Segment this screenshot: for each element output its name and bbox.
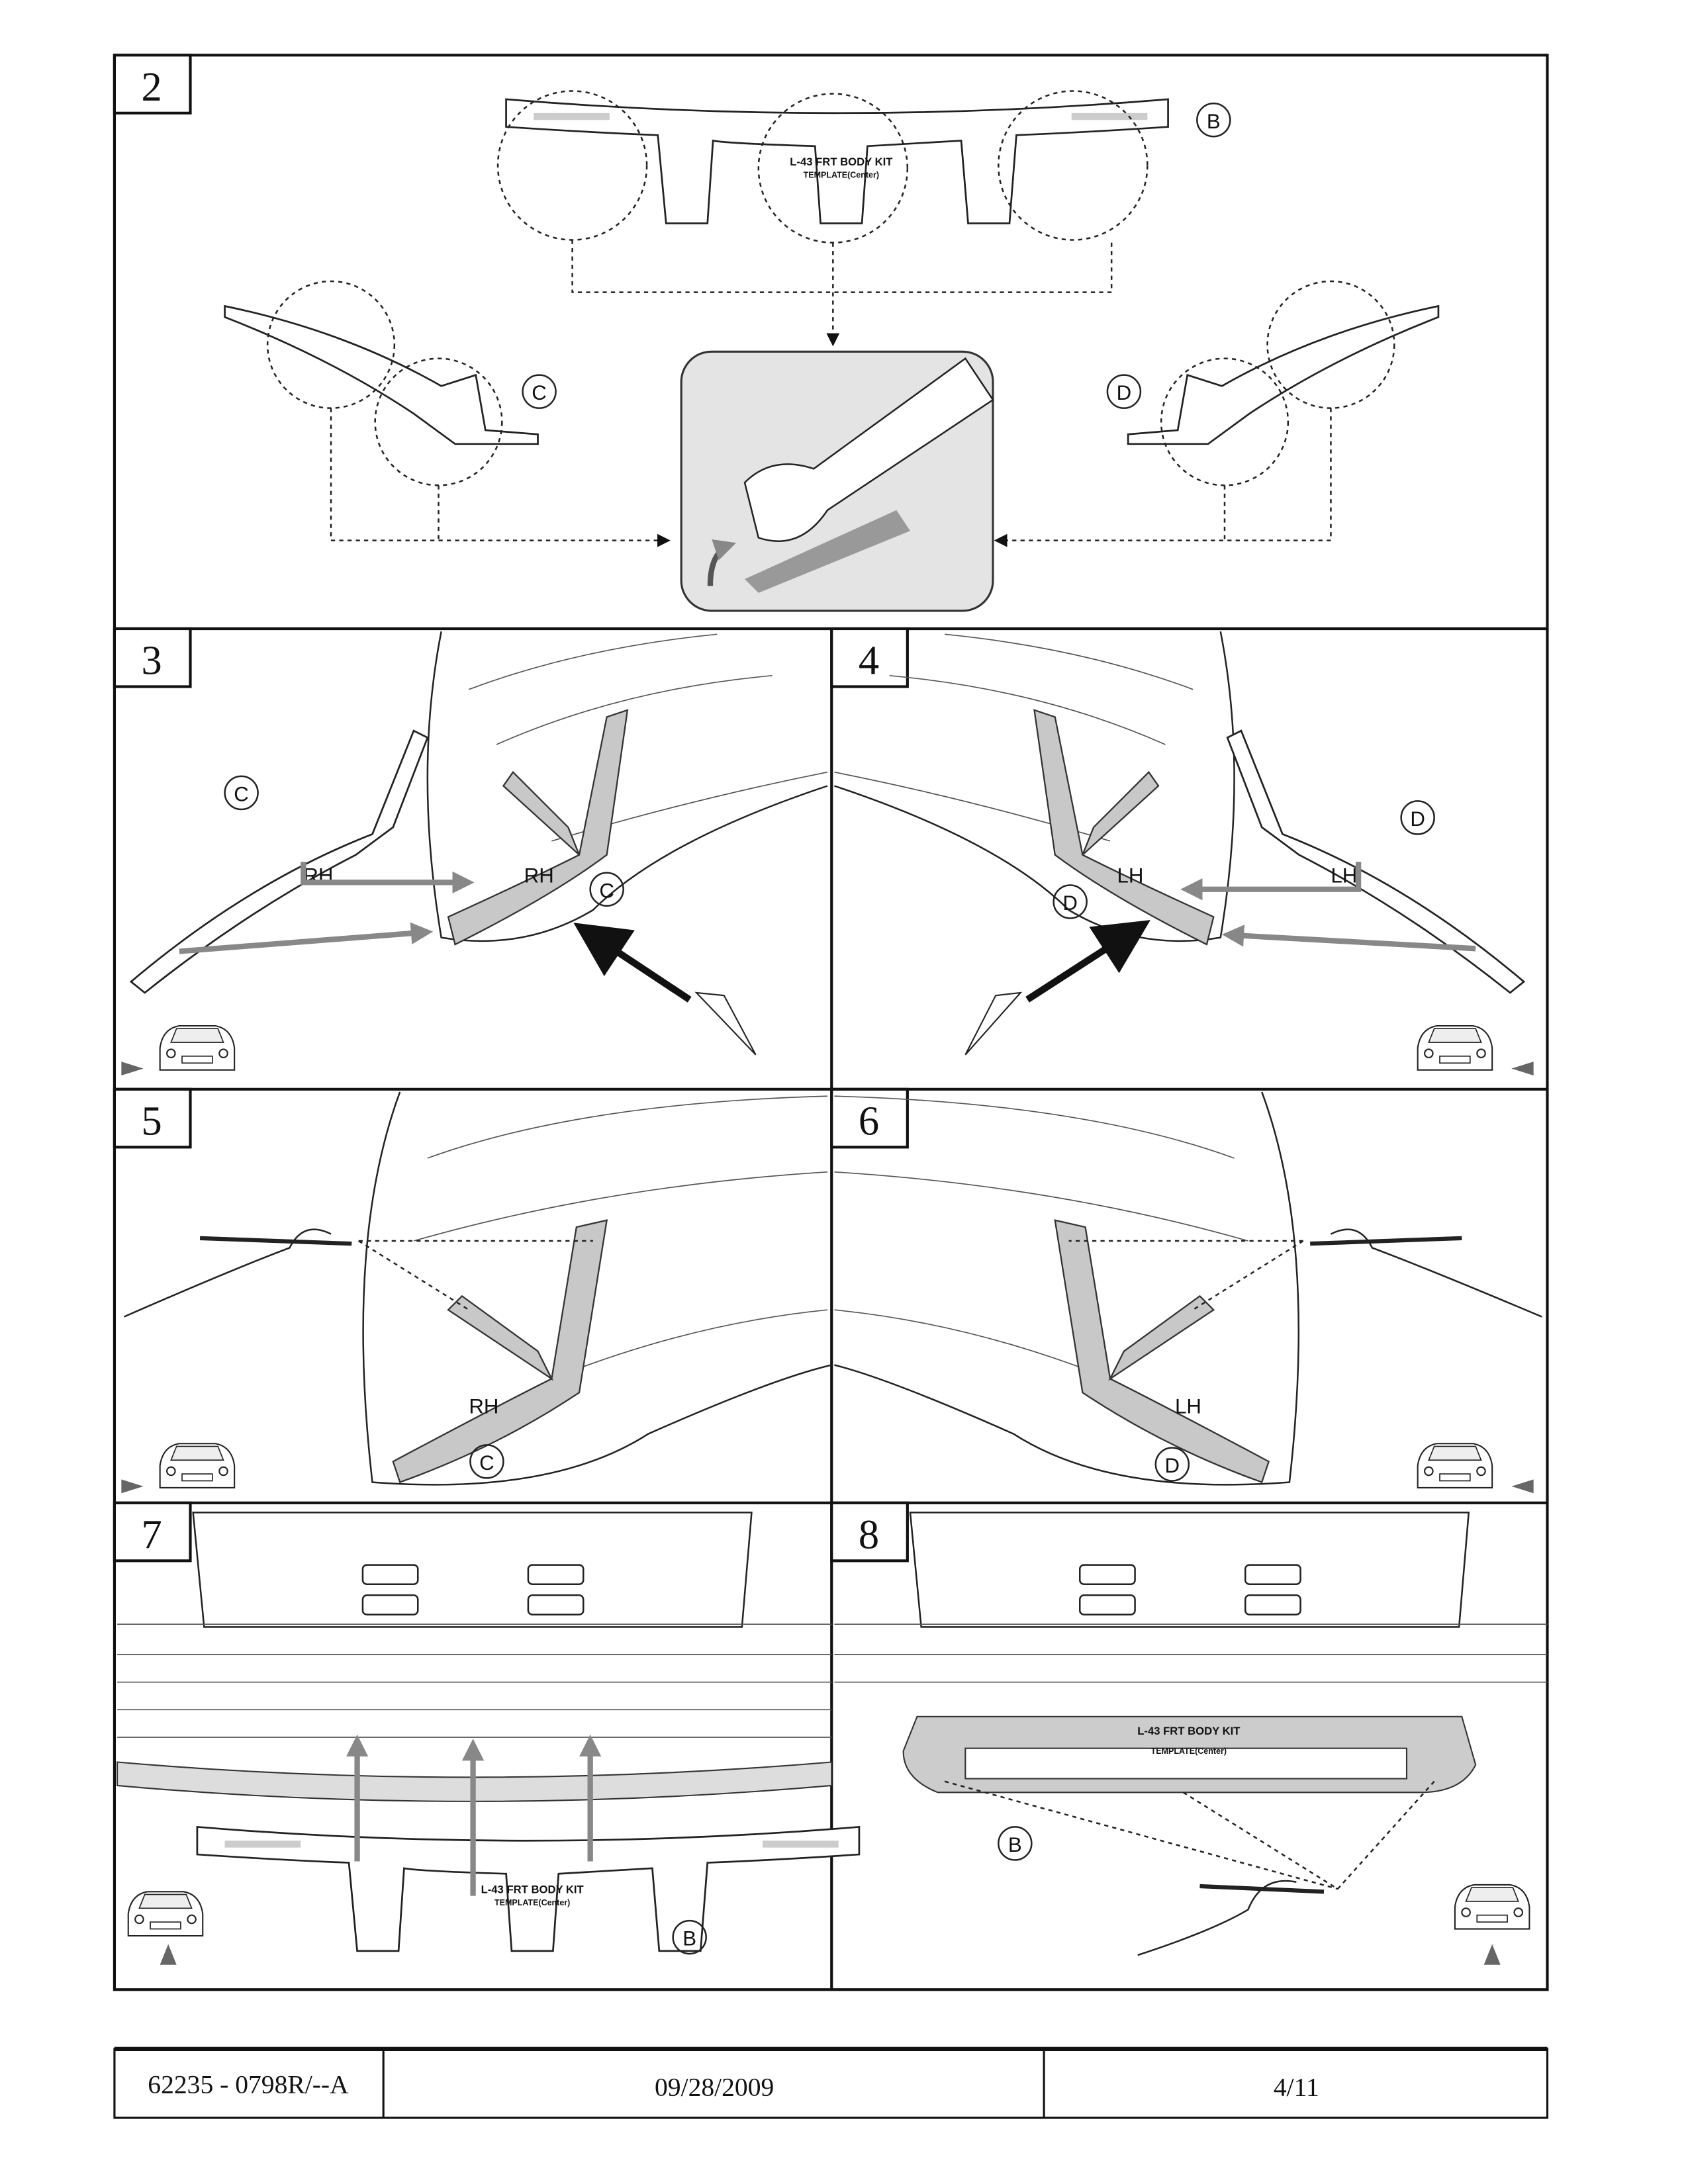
- label-c-circle: C: [469, 1444, 504, 1479]
- svg-text:4: 4: [859, 637, 879, 684]
- view-arrow-icon: [1511, 1479, 1534, 1494]
- svg-text:B: B: [682, 1927, 696, 1950]
- label-d-circle: D: [1053, 884, 1088, 919]
- svg-text:D: D: [1410, 807, 1425, 831]
- svg-text:LH: LH: [1331, 864, 1357, 887]
- view-arrow-icon: [1483, 1944, 1501, 1965]
- view-arrow-icon: [121, 1062, 144, 1075]
- svg-text:C: C: [599, 879, 614, 902]
- label-d-circle: D: [1400, 800, 1435, 835]
- car-front-view-icon: [1417, 1443, 1493, 1488]
- step-7-number: 7: [113, 1501, 192, 1563]
- svg-text:3: 3: [142, 637, 162, 684]
- step-3-number: 3: [113, 627, 192, 688]
- label-d-circle: D: [1106, 374, 1142, 409]
- car-front-view-icon: [127, 1891, 204, 1937]
- svg-text:2: 2: [142, 64, 162, 110]
- svg-text:5: 5: [142, 1098, 162, 1144]
- car-front-view-icon: [159, 1443, 236, 1488]
- step-6-illustration: LH D: [834, 1091, 1542, 1494]
- step-6-number: 6: [830, 1087, 909, 1149]
- car-front-view-icon: [1454, 1884, 1530, 1930]
- label-b-circle: B: [672, 1919, 707, 1955]
- label-c-circle: C: [224, 775, 259, 811]
- label-d-circle: D: [1154, 1447, 1190, 1482]
- svg-text:L-43 FRT BODY KIT: L-43 FRT BODY KIT: [1137, 1725, 1240, 1737]
- step-8-number: 8: [830, 1501, 909, 1563]
- view-arrow-icon: [121, 1479, 144, 1494]
- revision-date: 09/28/2009: [655, 2073, 774, 2102]
- car-front-view-icon: [1417, 1024, 1493, 1071]
- svg-text:LH: LH: [1175, 1394, 1201, 1418]
- svg-text:8: 8: [859, 1512, 879, 1558]
- step-3-illustration: RH C RH C: [121, 631, 828, 1075]
- view-arrow-icon: [1511, 1062, 1534, 1075]
- svg-text:7: 7: [142, 1512, 162, 1558]
- svg-text:C: C: [532, 381, 547, 404]
- step-5-number: 5: [113, 1087, 192, 1149]
- svg-text:RH: RH: [469, 1394, 498, 1418]
- svg-text:B: B: [1207, 110, 1221, 133]
- label-b-circle: B: [998, 1826, 1033, 1861]
- step-5-illustration: RH C: [121, 1091, 832, 1494]
- svg-text:C: C: [234, 782, 249, 805]
- step-4-illustration: LH D LH D: [834, 631, 1534, 1075]
- part-number: 62235 - 0798R/--A: [148, 2070, 349, 2099]
- view-arrow-icon: [160, 1944, 177, 1965]
- svg-text:TEMPLATE(Center): TEMPLATE(Center): [1151, 1747, 1227, 1756]
- step-2-illustration: B C D: [224, 90, 1440, 612]
- rh-mark: RH: [524, 864, 554, 887]
- car-front-view-icon: [159, 1024, 236, 1071]
- center-template-b: [505, 98, 1169, 224]
- svg-text:6: 6: [859, 1098, 879, 1144]
- step-7-illustration: B: [117, 1512, 861, 1965]
- label-b-circle: B: [1196, 103, 1231, 138]
- step-2-number: 2: [113, 54, 192, 114]
- page-number: 4/11: [1274, 2073, 1319, 2102]
- svg-text:C: C: [479, 1451, 494, 1475]
- svg-text:B: B: [1008, 1833, 1022, 1856]
- label-c-circle: C: [589, 872, 624, 907]
- center-template-b: [196, 1826, 861, 1952]
- lh-mark: LH: [1117, 864, 1144, 887]
- footer-table: 62235 - 0798R/--A 09/28/2009 4/11: [113, 2046, 1549, 2119]
- step-8-illustration: L-43 FRT BODY KIT TEMPLATE(Center) B: [834, 1512, 1548, 1965]
- label-c-circle: C: [522, 374, 557, 409]
- svg-text:D: D: [1062, 891, 1078, 915]
- svg-text:D: D: [1117, 381, 1132, 404]
- svg-text:D: D: [1165, 1454, 1180, 1477]
- step-4-number: 4: [830, 627, 909, 688]
